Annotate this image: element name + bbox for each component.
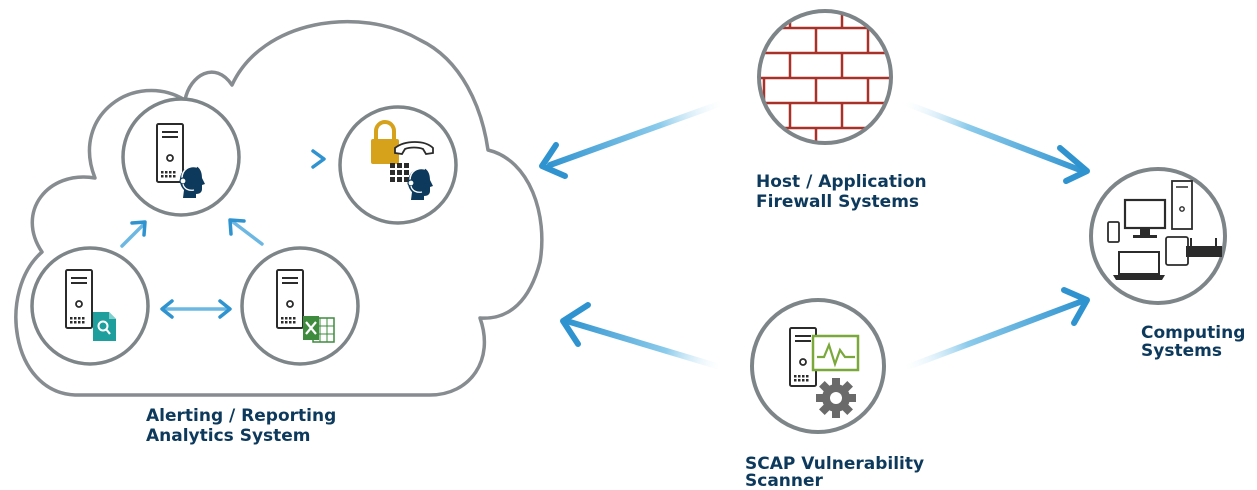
- computing-systems-icon: [1089, 167, 1227, 305]
- scap-scanner-icon: [750, 298, 886, 434]
- firewall-label-line1: Host / Application: [756, 172, 927, 192]
- firewall-label-line2: Firewall Systems: [756, 192, 919, 212]
- alerting-label-line2: Analytics System: [146, 426, 311, 446]
- cloud-internal-arrows: [120, 149, 326, 319]
- server-spreadsheet-icon: [276, 269, 335, 343]
- scap-label-line2: Scanner: [745, 471, 824, 490]
- scap-label-line1: SCAP Vulnerability: [745, 454, 924, 474]
- computing-label-line2: Systems: [1141, 341, 1222, 361]
- alerting-label-line1: Alerting / Reporting: [146, 406, 336, 426]
- server-search-icon: [65, 269, 116, 341]
- firewall-icon: [757, 9, 893, 145]
- connector-arrows: [539, 100, 1090, 371]
- computing-label-line1: Computing: [1141, 323, 1245, 343]
- secure-phone-icon: [371, 120, 434, 201]
